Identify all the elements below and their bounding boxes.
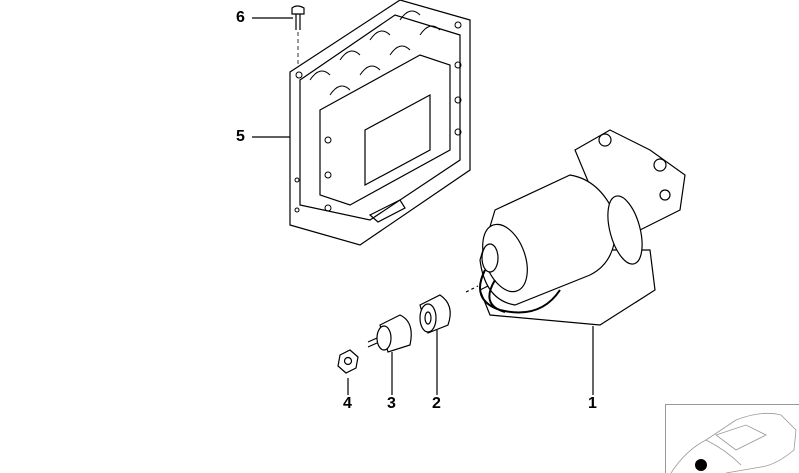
callout-4: 4 [343,395,352,412]
part-6-screw [291,5,305,70]
callout-6: 6 [236,9,245,26]
callout-3: 3 [387,395,396,412]
location-marker-icon [695,459,707,471]
vehicle-location-thumbnail [665,404,799,473]
car-outline-icon [670,412,797,473]
leader-lines [252,17,594,395]
part-2-rubber-sleeve [419,294,451,334]
part-4-nut [337,349,359,374]
callout-2: 2 [432,395,441,412]
callout-5: 5 [236,128,245,145]
part-3-mount [367,314,412,353]
callout-1: 1 [588,395,597,412]
part-5-control-unit-bracket [289,0,471,246]
part-1-hydraulic-unit [479,129,686,326]
